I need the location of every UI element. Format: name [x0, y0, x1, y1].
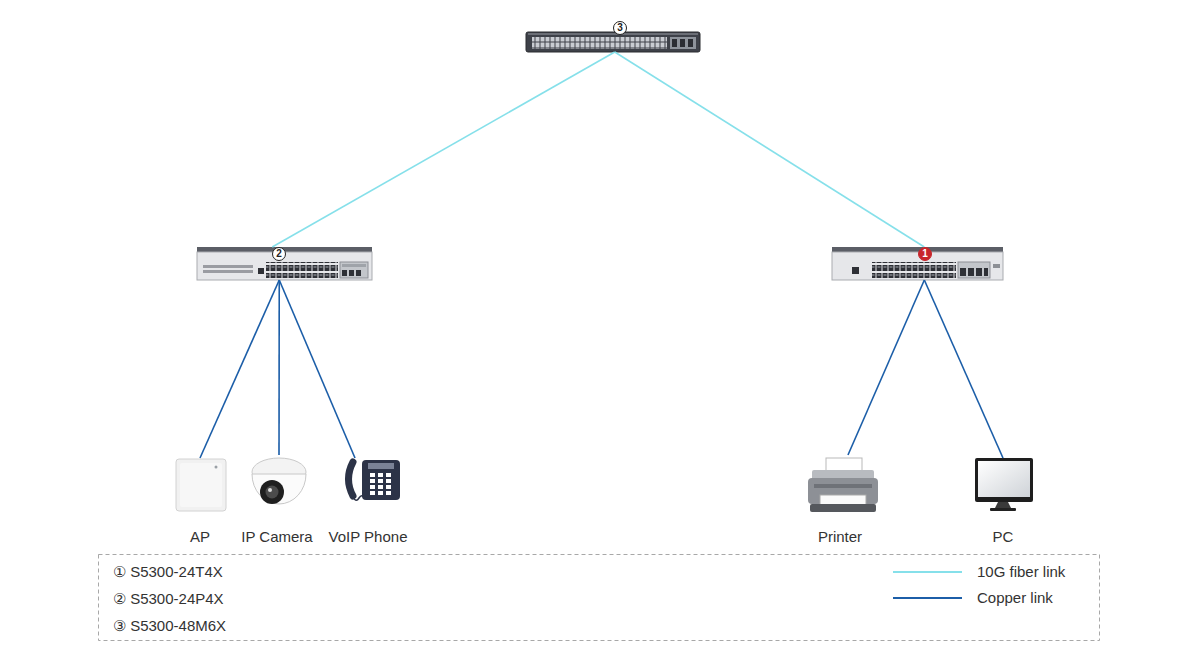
- access-point-icon: [176, 459, 226, 511]
- phone-key: [378, 491, 383, 495]
- core-switch: [526, 32, 700, 52]
- model-label: ① S5300-24T4X: [113, 563, 223, 581]
- port-block: [532, 37, 667, 49]
- port-block: [266, 262, 338, 278]
- phone-handset: [349, 462, 354, 496]
- ap-body: [176, 459, 226, 511]
- legend-label: Copper link: [977, 589, 1053, 607]
- phone-key: [378, 485, 383, 489]
- sfp-port: [976, 268, 982, 276]
- phone-key: [370, 473, 375, 477]
- console-port: [258, 268, 264, 274]
- sfp-port: [968, 268, 974, 276]
- device-label: Printer: [790, 528, 890, 546]
- monitor-screen: [978, 461, 1030, 497]
- callout-number: 3: [613, 21, 627, 35]
- ip-camera-icon: [252, 458, 306, 504]
- lens-glint: [268, 488, 272, 492]
- vent-slot: [203, 270, 253, 273]
- phone-key: [370, 491, 375, 495]
- device-label: IP Camera: [227, 528, 327, 546]
- device-label: PC: [953, 528, 1053, 546]
- phone-body: [362, 460, 400, 500]
- sfp-port: [688, 39, 693, 47]
- phone-key: [386, 473, 391, 477]
- fiber-line-sample: [893, 571, 962, 573]
- monitor-frame: [975, 458, 1033, 502]
- copper-link: [200, 280, 279, 458]
- device-label: VoIP Phone: [318, 528, 418, 546]
- phone-keypad: [370, 473, 391, 495]
- port-block: [872, 262, 956, 278]
- sfp-port: [342, 270, 347, 276]
- device-label: AP: [150, 528, 250, 546]
- camera-lens: [266, 486, 279, 499]
- copper-link: [848, 280, 924, 455]
- camera-lens-ring: [260, 480, 284, 504]
- access-switch: 2: [197, 247, 372, 280]
- copper-link: [924, 280, 1003, 458]
- copper-line-sample: [893, 597, 962, 599]
- phone-display: [368, 463, 394, 469]
- sfp-block: [670, 37, 696, 49]
- brand-plate: [993, 264, 1000, 268]
- legend-frame: [99, 555, 1100, 641]
- device-node: VoIP Phone: [318, 458, 418, 546]
- sfp-port: [356, 270, 361, 276]
- sfp-port: [672, 39, 677, 47]
- copper-link: [279, 280, 355, 458]
- monitor-icon: [975, 458, 1033, 511]
- sfp-port: [349, 270, 354, 276]
- printer-icon: [808, 458, 878, 512]
- access-switch: 1: [832, 247, 1003, 280]
- phone-key: [370, 485, 375, 489]
- core-switch: 3: [526, 32, 700, 52]
- phone-key: [386, 479, 391, 483]
- ap-led: [215, 466, 218, 469]
- phone-key: [386, 491, 391, 495]
- model-label: ③ S5300-48M6X: [113, 617, 226, 635]
- phone-key: [386, 485, 391, 489]
- voip-phone-icon: [349, 460, 401, 500]
- console-port: [852, 267, 859, 274]
- phone-key: [378, 479, 383, 483]
- callout-number: 1: [918, 247, 932, 261]
- fiber-link: [272, 52, 614, 247]
- printer-base: [810, 504, 876, 512]
- monitor-stand: [990, 508, 1016, 511]
- phone-key: [370, 479, 375, 483]
- legend-label: 10G fiber link: [977, 563, 1065, 581]
- access-switch: [832, 247, 1003, 280]
- vent-slot: [203, 265, 253, 268]
- printer-slot: [814, 484, 872, 488]
- sfp-block: [340, 262, 368, 278]
- ap-face: [180, 463, 222, 507]
- callout-number: 2: [272, 247, 286, 261]
- device-node: AP: [150, 458, 250, 546]
- device-node: IP Camera: [227, 455, 327, 546]
- model-label: ② S5300-24P4X: [113, 590, 224, 608]
- monitor-neck: [995, 502, 1011, 508]
- sfp-label: [342, 264, 366, 267]
- sfp-block: [958, 262, 990, 278]
- device-node: PC: [953, 458, 1053, 546]
- sfp-port: [984, 268, 988, 276]
- access-switch: [197, 247, 372, 280]
- device-node: Printer: [790, 455, 890, 546]
- fiber-link: [615, 52, 925, 247]
- sfp-port: [680, 39, 685, 47]
- copper-link: [278, 280, 280, 455]
- phone-key: [378, 473, 383, 477]
- sfp-port: [960, 268, 966, 276]
- switch-edge: [528, 33, 698, 35]
- camera-dome: [252, 474, 306, 504]
- switch-chassis: [526, 32, 700, 52]
